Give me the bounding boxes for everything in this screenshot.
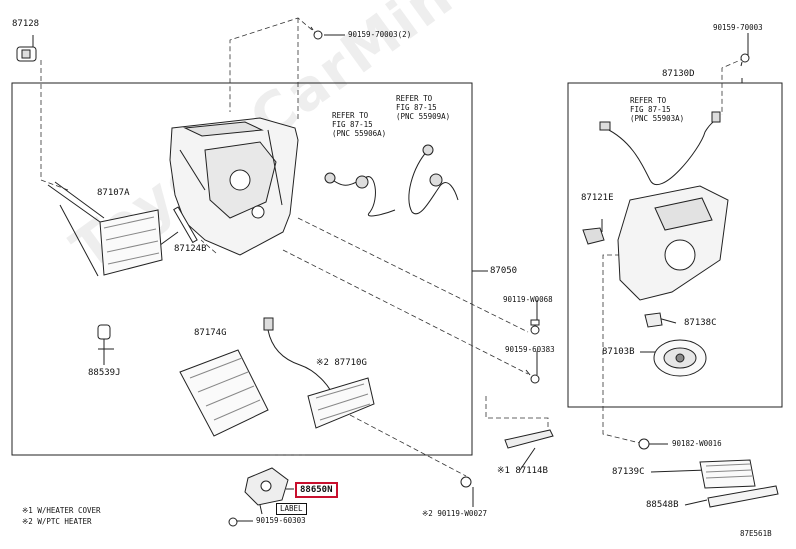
actuator-88650N [244, 467, 289, 515]
figure-code: 87E561B [740, 529, 772, 538]
wire-harness [263, 111, 721, 401]
part-label-90119-W0027[interactable]: ※2 90119-W0027 [422, 509, 487, 518]
heater-core-87107A [47, 181, 163, 277]
main-assembly-frame [11, 82, 473, 456]
label-tag: LABEL [276, 503, 307, 515]
bolt-icons [228, 26, 750, 527]
part-label-87121E[interactable]: 87121E [581, 193, 614, 203]
part-label-90159-70003-2[interactable]: 90159-70003(2) [348, 30, 412, 39]
blower-assembly-frame [567, 82, 783, 408]
part-label-90119-W0068[interactable]: 90119-W0068 [503, 295, 553, 304]
part-label-90159-60383[interactable]: 90159-60383 [505, 345, 555, 354]
evaporator-87174G [179, 349, 269, 437]
part-label-87114B[interactable]: ※1 87114B [497, 466, 548, 476]
part-label-87130D[interactable]: 87130D [662, 69, 695, 79]
damper-87121E [582, 227, 605, 245]
refer-note-55903A[interactable]: REFER TO FIG 87-15 (PNC 55903A) [630, 96, 685, 123]
part-label-87128[interactable]: 87128 [12, 19, 40, 29]
part-label-88650N-highlighted[interactable]: 88650N [295, 482, 338, 498]
strip-88548B [707, 485, 779, 508]
bracket-87138C [644, 312, 663, 328]
footnote-heater-cover: ※1 W/HEATER COVER [22, 506, 101, 515]
part-label-87107A[interactable]: 87107A [97, 188, 130, 198]
part-label-88548B[interactable]: 88548B [646, 500, 679, 510]
part-label-87103B[interactable]: 87103B [602, 347, 635, 357]
footnote-ptc-heater: ※2 W/PTC HEATER [22, 517, 92, 526]
ptc-heater-87710G [307, 377, 375, 429]
clip-87128 [16, 46, 37, 62]
part-label-87139C[interactable]: 87139C [612, 467, 645, 477]
part-label-90182-W0016[interactable]: 90182-W0016 [672, 439, 722, 448]
blower-housing-87130D [617, 185, 729, 301]
refer-note-55909A[interactable]: REFER TO FIG 87-15 (PNC 55909A) [396, 94, 451, 121]
part-label-87050[interactable]: 87050 [490, 266, 518, 276]
part-label-87138C[interactable]: 87138C [684, 318, 717, 328]
part-label-87710G[interactable]: ※2 87710G [316, 358, 367, 368]
blower-motor-87103B [653, 339, 707, 377]
hvac-housing-87050 [169, 117, 299, 256]
part-label-87174G[interactable]: 87174G [194, 328, 227, 338]
part-label-90159-70003[interactable]: 90159-70003 [713, 23, 763, 32]
refer-note-55906A[interactable]: REFER TO FIG 87-15 (PNC 55906A) [332, 111, 387, 138]
cover-87114B [504, 429, 554, 449]
seal-87124B [173, 206, 198, 244]
part-label-90159-60303[interactable]: 90159-60303 [256, 516, 306, 525]
filter-87139C [699, 459, 756, 489]
part-label-87124B[interactable]: 87124B [174, 244, 207, 254]
sensor-88539J [97, 324, 114, 350]
part-label-88539J[interactable]: 88539J [88, 368, 121, 378]
